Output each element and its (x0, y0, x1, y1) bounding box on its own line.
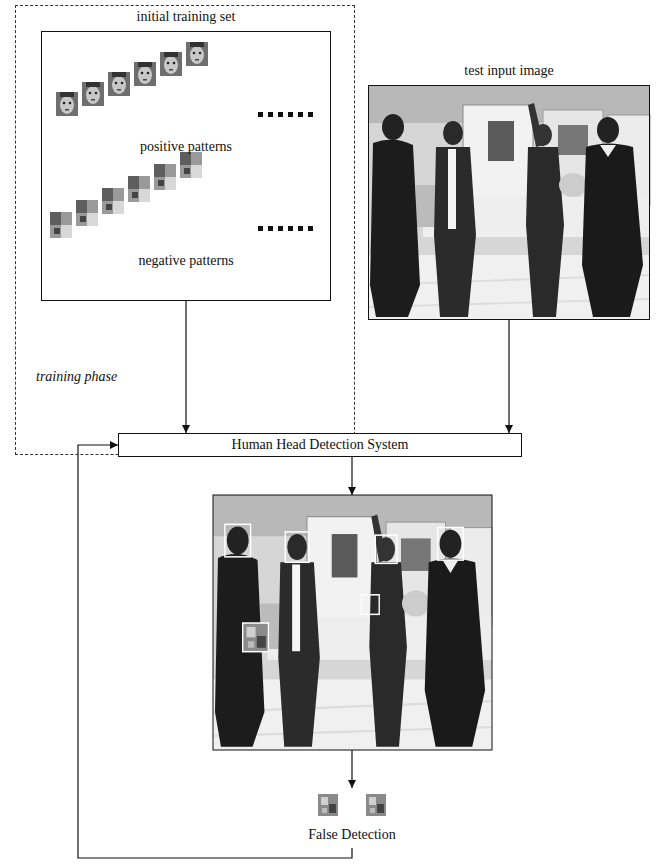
flow-arrow (508, 320, 509, 433)
ellipsis-dots (258, 226, 313, 231)
box-heading: initial training set (137, 8, 236, 26)
region-label: training phase (36, 368, 117, 386)
process-box: Human Head Detection System (118, 433, 522, 457)
flow-arrow (351, 457, 352, 495)
group-label: False Detection (308, 826, 395, 844)
training-region: training phaseinitial training setpositi… (15, 5, 355, 455)
photo-heading: test input image (464, 62, 553, 80)
false-detection-group: False Detection (297, 788, 407, 848)
test-photo (368, 85, 650, 320)
training-set-box: initial training setpositive patternsneg… (41, 31, 331, 301)
input-photo-frame: test input image (368, 85, 650, 320)
negative-thumbnails (50, 152, 202, 238)
flow-arrow (78, 445, 352, 858)
flow-arrow (185, 301, 186, 433)
ellipsis-dots (258, 112, 313, 117)
process-label: Human Head Detection System (232, 436, 409, 454)
output-photo (213, 495, 492, 750)
positive-thumbnails (56, 42, 208, 116)
false-thumbnail (366, 794, 386, 816)
flow-arrow (351, 750, 352, 788)
false-thumbnail (318, 794, 338, 816)
pattern-label: positive patterns (140, 138, 232, 156)
photo-frame (213, 495, 492, 750)
pattern-label: negative patterns (138, 252, 233, 270)
